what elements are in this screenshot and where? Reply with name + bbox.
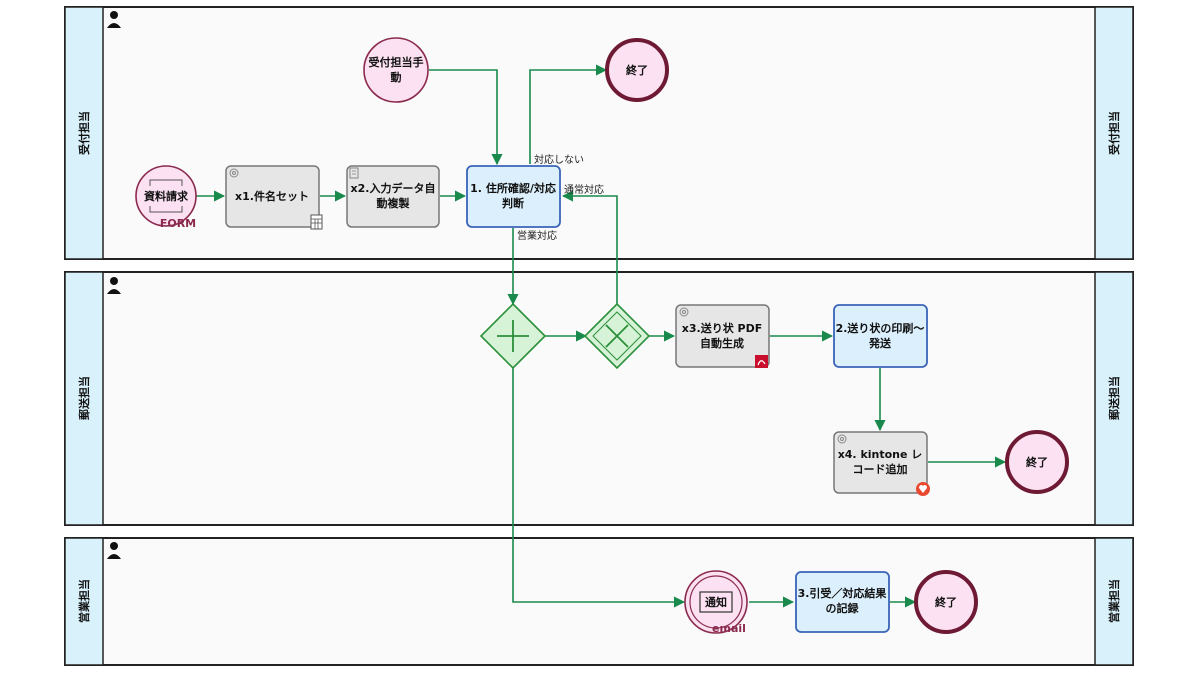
task-1-line2: 判断 [502,196,524,210]
lane-label-left: 営業担当 [77,579,91,623]
notify-event-sub: email [712,622,746,635]
end-event-label: 終了 [935,595,957,609]
task-x2-line1: x2.入力データ自 [351,181,436,195]
task-x4-line2: コード追加 [853,462,908,476]
task-x2-line2: 動複製 [377,196,411,210]
manual-start-event[interactable]: 受付担当手 動 [363,37,429,103]
task-3-line2: の記録 [826,601,860,615]
plus-icon [497,320,529,352]
notify-event-label: 通知 [705,595,727,609]
task-x3-line1: x3.送り状 PDF [682,321,762,335]
lane-reception: 受付担当 受付担当 [64,6,1134,260]
lane-label-right: 郵送担当 [1107,376,1121,420]
flow-label-sales: 営業対応 [517,229,557,242]
task-1[interactable]: 1. 住所確認/対応 判断 [466,165,561,228]
email-icon [699,591,733,613]
parallel-gateway[interactable] [479,302,547,370]
task-x4[interactable]: x4. kintone レ コード追加 [833,431,930,496]
lane-label-left: 受付担当 [77,111,91,155]
sequence-flows [196,64,1007,608]
gear-icon [837,434,847,444]
flow-t1-end1[interactable] [529,64,608,164]
form-icon [149,179,183,213]
task-x4-line1: x4. kintone レ [838,448,923,461]
flow-manual-t1[interactable] [429,69,503,166]
end-event-label: 終了 [1026,455,1048,469]
lane-label-left: 郵送担当 [77,376,91,420]
person-icon [107,277,121,294]
lane-label-right: 営業担当 [1107,579,1121,623]
document-icon [349,167,359,179]
cross-icon [605,324,629,348]
task-x3-line2: 自動生成 [700,336,744,350]
task-3[interactable]: 3.引受／対応結果 の記録 [795,571,890,633]
task-2[interactable]: 2.送り状の印刷～ 発送 [833,304,928,368]
task-x1-label: x1.件名セット [235,189,309,203]
start-event-sub: FORM [160,217,196,230]
lane-label-right: 受付担当 [1107,111,1121,155]
task-x1[interactable]: x1.件名セット [225,165,323,230]
task-x3[interactable]: x3.送り状 PDF 自動生成 [675,304,770,368]
task-2-line1: 2.送り状の印刷～ [836,321,925,335]
pdf-icon [755,355,768,368]
end-event-label: 終了 [626,63,648,77]
manual-start-line2: 動 [391,70,402,84]
flow-label-normal: 通常対応 [564,183,604,196]
end-event-1[interactable]: 終了 [605,38,669,102]
flow-label-no-response: 対応しない [534,153,584,166]
flow-split-notify[interactable] [512,368,686,608]
start-event-form[interactable]: 資料請求 FORM [135,165,197,230]
flow-t1-merge[interactable] [561,190,618,304]
gear-icon [229,168,239,178]
exclusive-gateway[interactable] [583,302,651,370]
start-event-label: 資料請求 [144,189,189,203]
kintone-heart-icon [916,482,930,496]
gear-icon [679,307,689,317]
task-2-line2: 発送 [868,336,892,350]
task-x2[interactable]: x2.入力データ自 動複製 [346,165,440,228]
task-1-line1: 1. 住所確認/対応 [470,181,556,195]
task-3-line1: 3.引受／対応結果 [798,586,887,600]
lane-shipping: 郵送担当 郵送担当 [64,271,1134,526]
person-icon [107,542,121,559]
manual-start-line1: 受付担当手 [369,55,424,69]
end-event-3[interactable]: 終了 [914,570,978,634]
person-icon [107,11,121,28]
calculator-icon [310,214,323,230]
end-event-2[interactable]: 終了 [1005,430,1069,494]
notify-event[interactable]: 通知 email [684,570,748,635]
